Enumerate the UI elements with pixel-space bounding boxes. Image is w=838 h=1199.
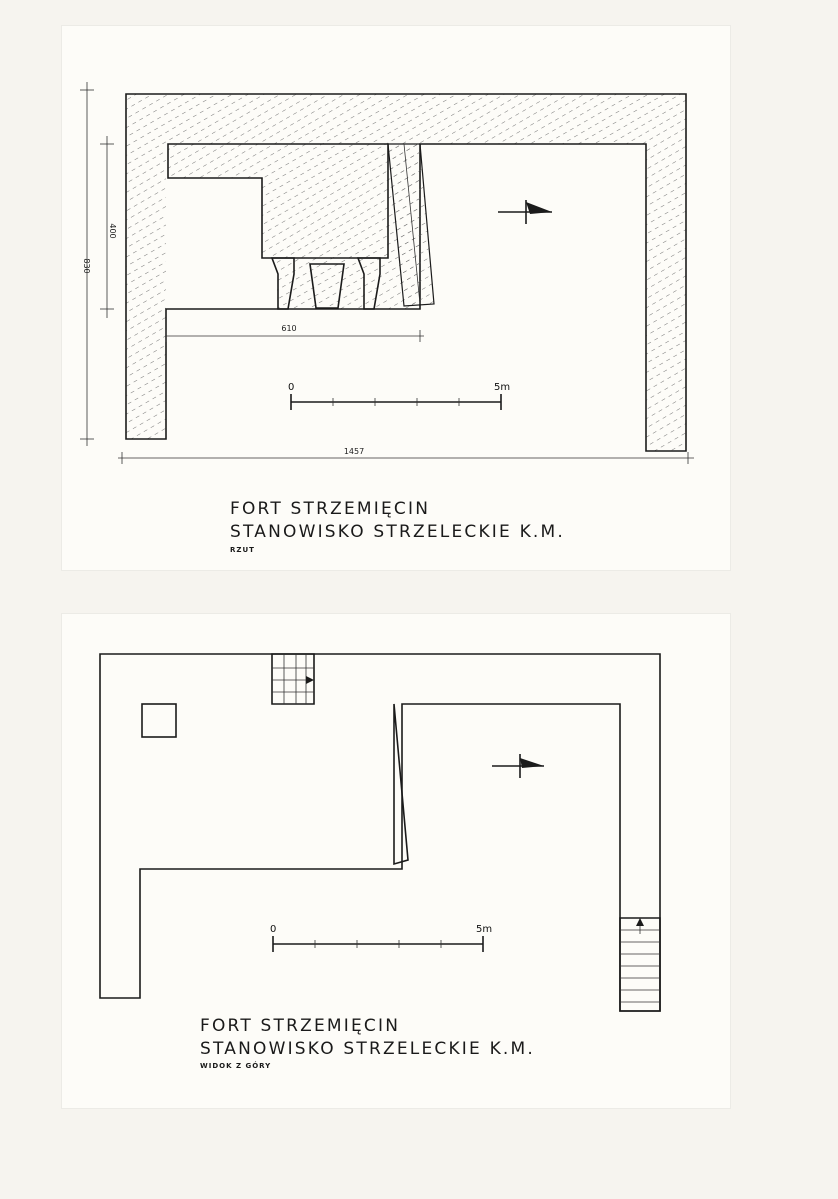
plan-dimension-total-width: 1457 bbox=[118, 447, 694, 464]
top-view-hatch-square bbox=[141, 703, 177, 738]
plan-scale-bar: 0 5m bbox=[288, 382, 510, 410]
top-view-scale-end: 5m bbox=[476, 924, 492, 935]
top-view-stairs-upper bbox=[271, 653, 315, 705]
dim-610: 610 bbox=[281, 324, 296, 333]
plan-caption-subtitle: STANOWISKO STRZELECKIE K.M. bbox=[230, 522, 565, 542]
plan-scale-end: 5m bbox=[494, 382, 510, 393]
dim-400: 400 bbox=[108, 223, 117, 238]
plan-scale-start: 0 bbox=[288, 382, 294, 393]
top-view-drawing: 0 5m bbox=[99, 653, 661, 1012]
top-view-outline bbox=[99, 653, 661, 1012]
top-view-scale-start: 0 bbox=[270, 924, 276, 935]
top-view-caption-view-type: WIDOK Z GÓRY bbox=[200, 1062, 272, 1070]
plan-view-drawing: 830 400 610 1457 0 bbox=[80, 82, 694, 464]
dim-830: 830 bbox=[82, 258, 91, 273]
plan-view-sheet: 830 400 610 1457 0 bbox=[62, 26, 730, 570]
top-view-north-arrow bbox=[492, 754, 544, 778]
plan-dimension-height: 830 bbox=[80, 82, 94, 446]
top-view-stairs-lower bbox=[619, 917, 661, 1012]
plan-dimension-inner-height: 400 bbox=[100, 136, 117, 318]
plan-embrasures bbox=[270, 257, 381, 310]
plan-door-strip bbox=[387, 143, 435, 307]
top-view-sheet: 0 5m FORT STRZEMIĘCIN STANOWISKO STRZELE… bbox=[62, 614, 730, 1108]
plan-dimension-inner-width: 610 bbox=[165, 324, 424, 342]
plan-caption-view-type: RZUT bbox=[230, 546, 255, 554]
top-view-caption-subtitle: STANOWISKO STRZELECKIE K.M. bbox=[200, 1039, 535, 1059]
top-view-caption-title: FORT STRZEMIĘCIN bbox=[200, 1016, 401, 1036]
plan-north-arrow bbox=[498, 200, 552, 224]
top-view-door-flap bbox=[393, 703, 409, 866]
plan-caption-title: FORT STRZEMIĘCIN bbox=[230, 499, 431, 519]
dim-1457: 1457 bbox=[344, 447, 364, 456]
top-view-scale-bar: 0 5m bbox=[270, 924, 492, 952]
